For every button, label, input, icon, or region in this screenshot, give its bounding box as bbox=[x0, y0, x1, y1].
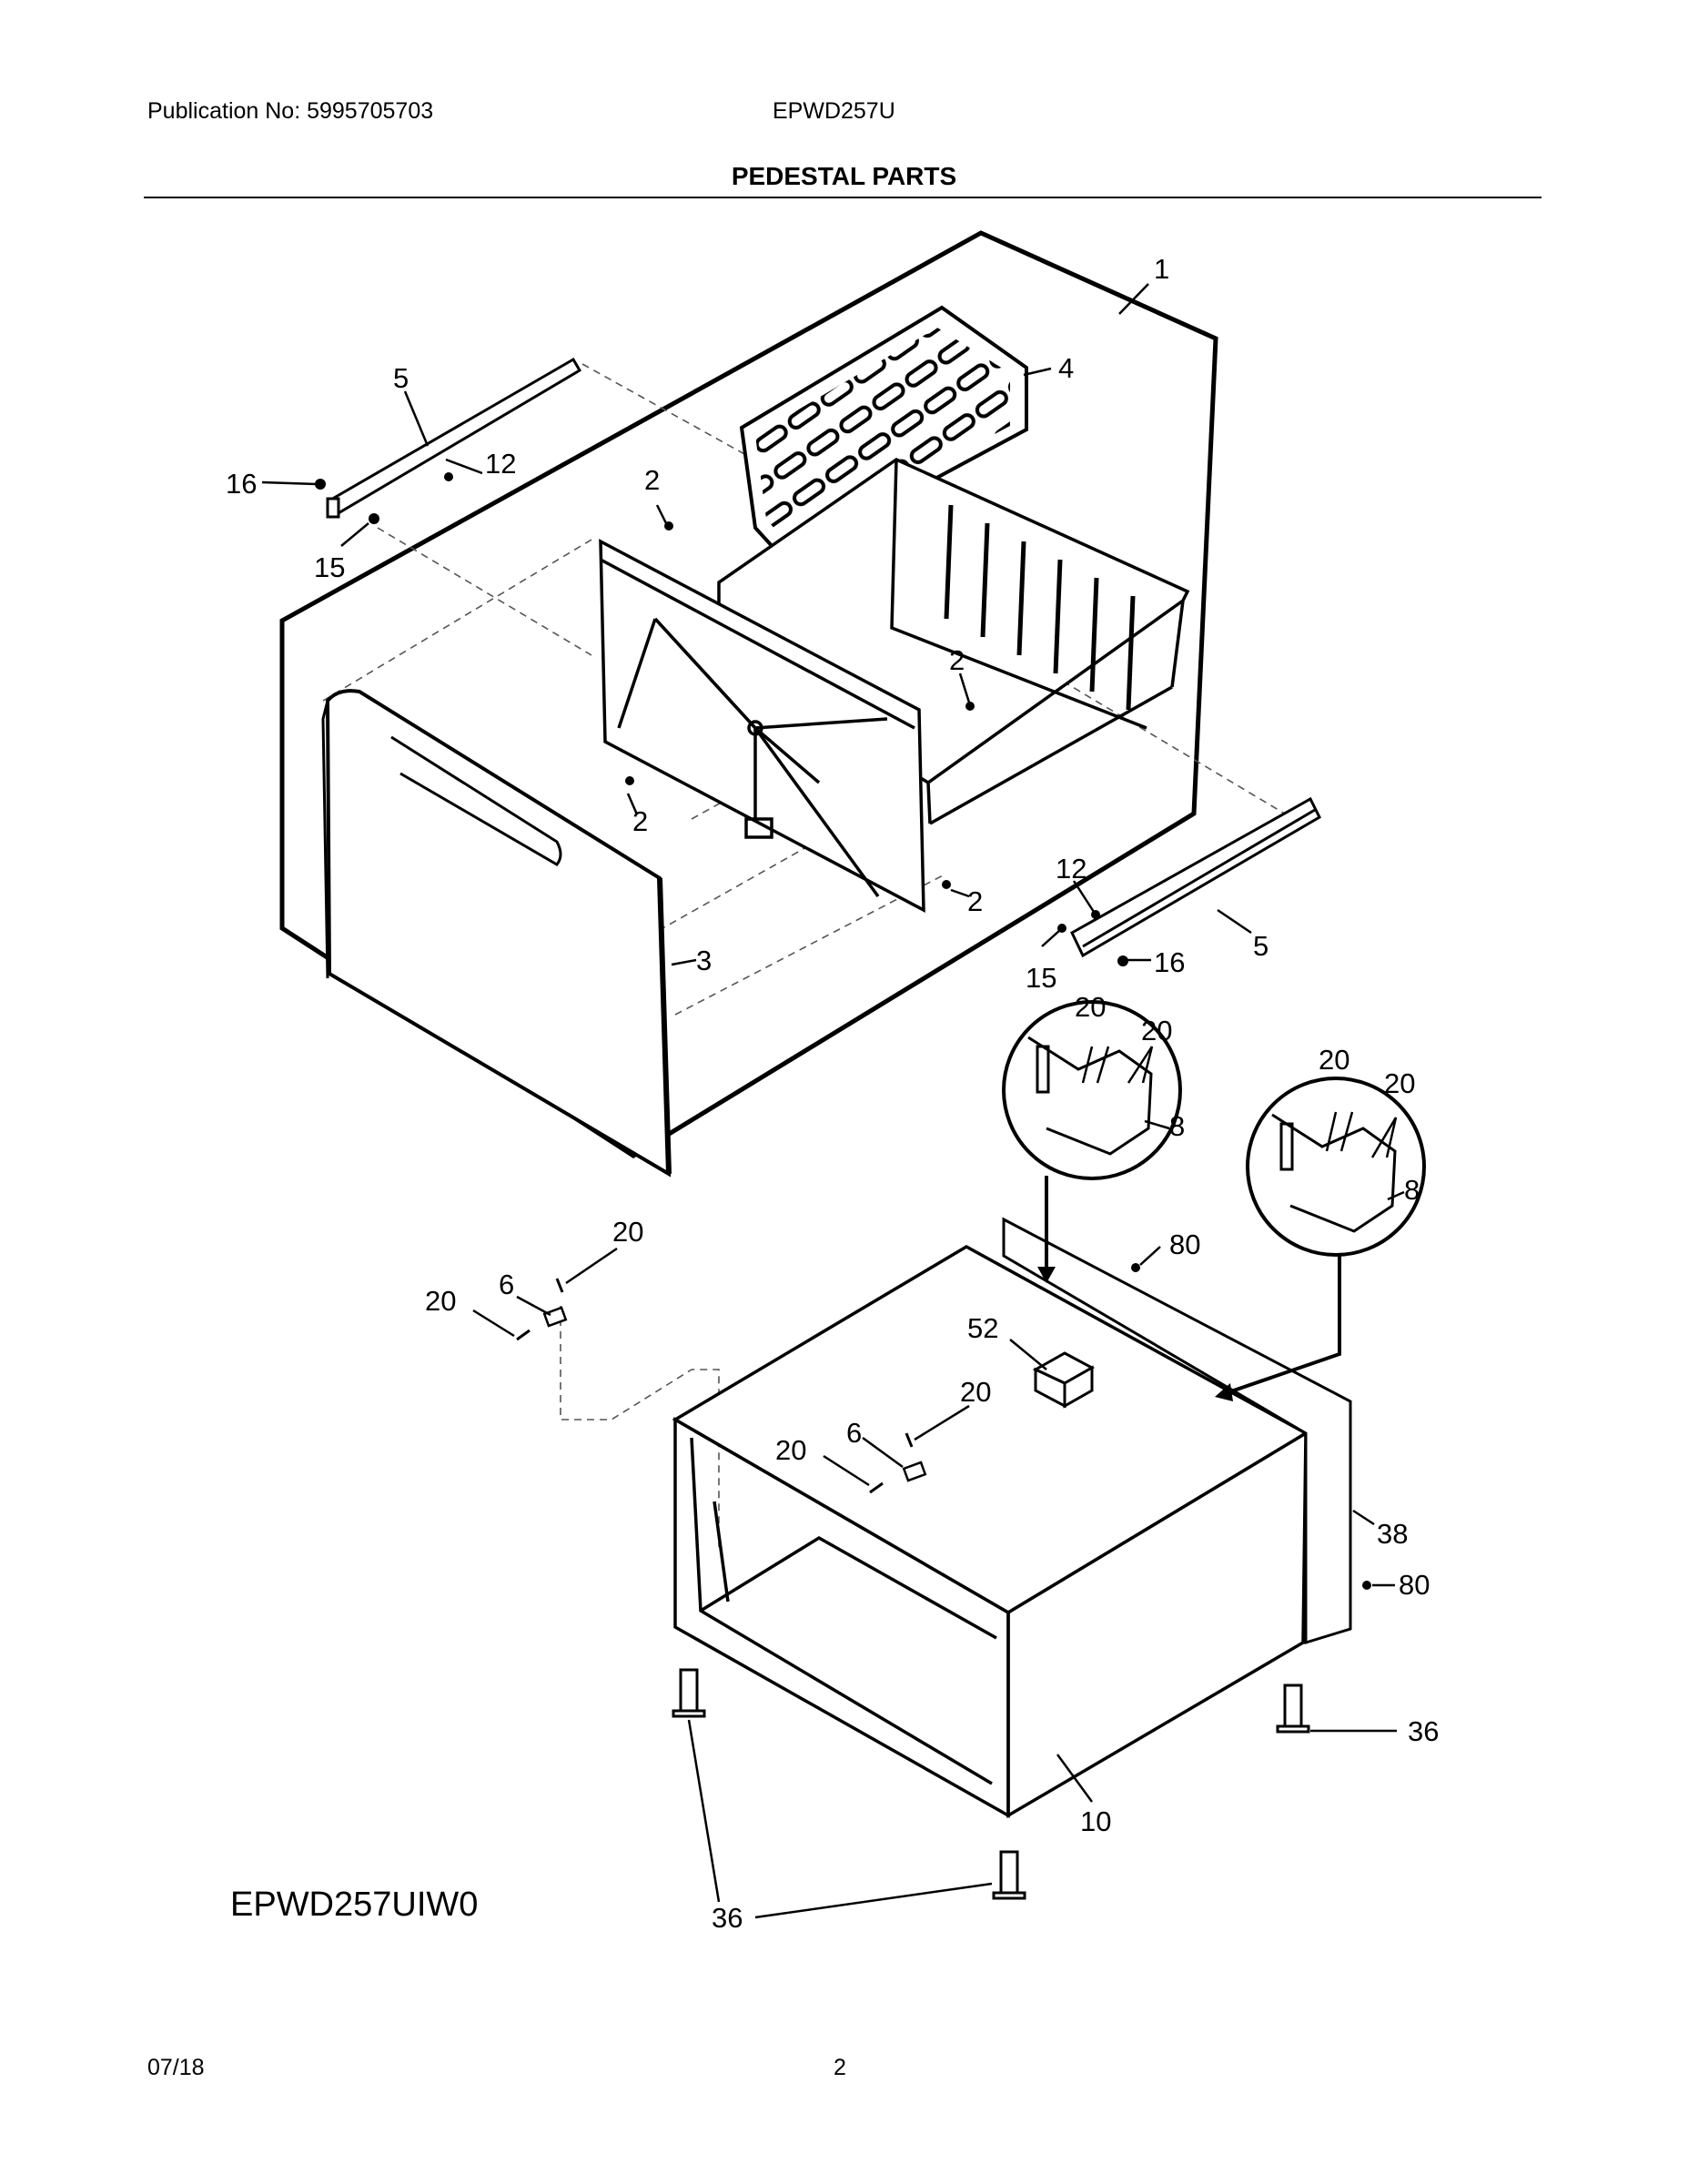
fasteners bbox=[315, 472, 1371, 1590]
leader-lines bbox=[261, 283, 1405, 1919]
leveling-legs bbox=[672, 1668, 1310, 1900]
slide-rail-right bbox=[1070, 796, 1321, 958]
callout-5-right: 5 bbox=[1253, 930, 1269, 962]
detail-arrows bbox=[1045, 1176, 1341, 1394]
callout-8-left: 8 bbox=[1169, 1110, 1185, 1142]
screws bbox=[516, 1278, 914, 1494]
pedestal-cabinet bbox=[672, 1244, 1309, 1819]
page-number: 2 bbox=[834, 2055, 846, 2080]
callout-38: 38 bbox=[1377, 1518, 1408, 1550]
callout-20-e: 20 bbox=[612, 1216, 643, 1248]
callout-15-left: 15 bbox=[314, 551, 345, 583]
callout-10: 10 bbox=[1080, 1805, 1111, 1837]
page-title: PEDESTAL PARTS bbox=[731, 162, 957, 190]
callout-8-right: 8 bbox=[1404, 1174, 1420, 1206]
callout-5-left: 5 bbox=[393, 362, 409, 394]
callout-52: 52 bbox=[967, 1312, 998, 1344]
detail-circle-left bbox=[1002, 1000, 1182, 1180]
callout-labels: 1 4 5 12 16 2 15 2 2 2 3 12 5 16 15 20 2… bbox=[226, 253, 1439, 1934]
callout-20-d: 20 bbox=[1384, 1067, 1415, 1099]
callout-2-left: 2 bbox=[632, 805, 648, 837]
drawer-frame bbox=[599, 539, 925, 913]
header-rule bbox=[144, 197, 1541, 198]
callout-4: 4 bbox=[1058, 352, 1074, 384]
callout-2-top: 2 bbox=[644, 464, 660, 496]
callout-20-h: 20 bbox=[775, 1434, 806, 1466]
callout-1: 1 bbox=[1154, 253, 1169, 285]
footer-date: 07/18 bbox=[147, 2055, 205, 2080]
shelf-cover bbox=[739, 305, 1028, 562]
model-number: EPWD257U bbox=[773, 98, 895, 124]
drawer-front-panel bbox=[321, 689, 672, 1178]
callout-20-b: 20 bbox=[1141, 1015, 1172, 1046]
callout-3: 3 bbox=[696, 945, 712, 976]
callout-20-c: 20 bbox=[1319, 1044, 1349, 1076]
callout-6-left: 6 bbox=[499, 1269, 514, 1300]
callout-20-a: 20 bbox=[1075, 991, 1106, 1023]
publication-number: Publication No: 5995705703 bbox=[147, 98, 434, 124]
bracket-parts bbox=[542, 1306, 927, 1482]
callout-36-bottom: 36 bbox=[712, 1902, 743, 1934]
callout-15-right: 15 bbox=[1026, 962, 1056, 994]
callout-16-left: 16 bbox=[226, 468, 257, 500]
block-part bbox=[1032, 1351, 1096, 1409]
callout-80-bottom: 80 bbox=[1399, 1569, 1430, 1601]
callout-20-f: 20 bbox=[425, 1285, 456, 1317]
drawer-assembly-outline bbox=[279, 230, 1218, 1158]
slide-rail-left bbox=[326, 357, 582, 519]
callout-80-top: 80 bbox=[1169, 1228, 1200, 1260]
detail-circle-right bbox=[1246, 1077, 1426, 1257]
callout-36-right: 36 bbox=[1408, 1715, 1439, 1747]
arrow-heads bbox=[1037, 1267, 1233, 1401]
callout-6-right: 6 bbox=[846, 1417, 862, 1449]
callout-12-right: 12 bbox=[1056, 853, 1087, 885]
callout-2-bottom: 2 bbox=[967, 885, 983, 917]
callout-2-right: 2 bbox=[949, 644, 965, 676]
model-variant-label: EPWD257UIW0 bbox=[230, 1886, 479, 1924]
back-panel bbox=[1002, 1217, 1352, 1645]
callout-16-right: 16 bbox=[1154, 946, 1185, 978]
callout-12-left: 12 bbox=[485, 448, 516, 480]
callout-20-g: 20 bbox=[960, 1376, 991, 1408]
